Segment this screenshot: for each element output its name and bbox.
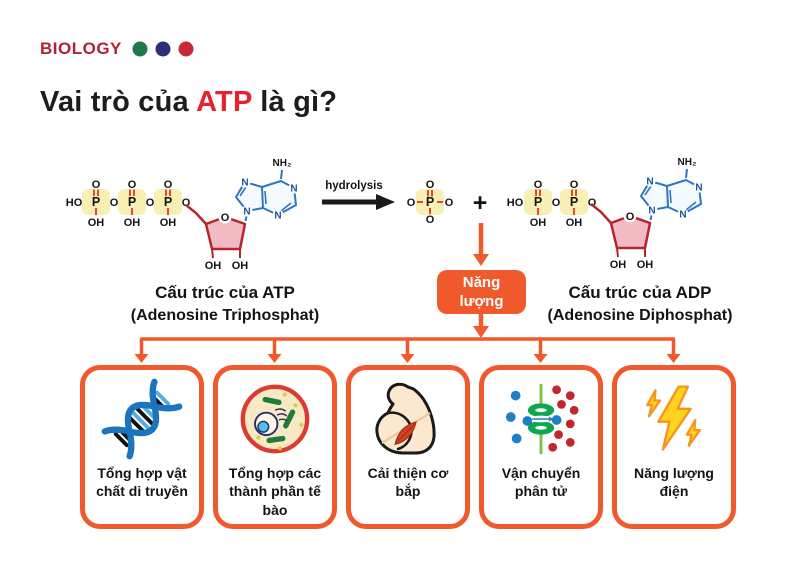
title-highlight: ATP xyxy=(196,86,252,118)
svg-text:O: O xyxy=(426,179,435,191)
role-label: Tổng hợp các thành phần tế bào xyxy=(228,465,322,518)
atp-caption: Cấu trúc của ATP (Adenosine Triphosphat) xyxy=(85,281,365,327)
title-pre: Vai trò của xyxy=(40,86,197,118)
free-phosphate-diagram: P O O O O + xyxy=(407,179,488,226)
role-label: Tổng hợp vật chất di truyền xyxy=(96,465,188,500)
brand-dots xyxy=(132,41,194,57)
svg-text:O: O xyxy=(182,197,191,209)
role-card-muscle: Cải thiện cơ bắp xyxy=(346,365,470,529)
svg-text:P: P xyxy=(426,195,434,209)
electric-energy-icon xyxy=(637,376,711,462)
svg-text:O: O xyxy=(588,197,597,209)
role-label: Vận chuyển phân tử xyxy=(501,465,581,500)
cell-icon xyxy=(236,376,314,462)
role-card-electric-energy: Năng lượng điện xyxy=(612,365,736,529)
svg-text:O: O xyxy=(146,197,155,209)
atp-structure-diagram: HO O O O xyxy=(66,156,301,274)
molecule-transport-icon xyxy=(502,376,580,462)
atp-caption-title: Cấu trúc của ATP xyxy=(155,283,295,302)
arrowhead-right xyxy=(376,194,395,210)
svg-text:O: O xyxy=(110,197,119,209)
role-label: Cải thiện cơ bắp xyxy=(367,465,449,500)
brand-dot-red xyxy=(178,41,194,57)
adp-caption-subtitle: (Adenosine Diphosphat) xyxy=(547,306,733,324)
hydrolysis-label: hydrolysis xyxy=(325,180,383,192)
page-title: Vai trò của ATP là gì? xyxy=(40,86,337,119)
adp-caption-title: Cấu trúc của ADP xyxy=(568,283,712,302)
brand-dot-green xyxy=(132,41,148,57)
role-label: Năng lượng điện xyxy=(634,465,714,500)
svg-text:O: O xyxy=(426,214,435,226)
svg-text:O: O xyxy=(445,197,454,209)
svg-text:O: O xyxy=(407,197,416,209)
adp-structure-diagram: HO O O xyxy=(507,155,706,273)
dna-icon xyxy=(101,376,183,462)
energy-label-line2: lượng xyxy=(459,293,504,310)
atp-caption-subtitle: (Adenosine Triphosphat) xyxy=(130,306,320,324)
muscle-icon xyxy=(368,376,448,462)
energy-label-line1: Năng xyxy=(462,273,501,291)
energy-label-box: Năng lượng xyxy=(437,270,526,314)
brand-badge: BIOLOGY xyxy=(40,39,194,59)
svg-text:HO: HO xyxy=(507,197,524,209)
adp-caption: Cấu trúc của ADP (Adenosine Diphosphat) xyxy=(500,281,780,327)
brand-dot-navy xyxy=(155,41,171,57)
role-card-genetic-synthesis: Tổng hợp vật chất di truyền xyxy=(80,365,204,529)
role-card-cell-components: Tổng hợp các thành phần tế bào xyxy=(213,365,337,529)
hydrolysis-arrow: hydrolysis xyxy=(322,180,395,210)
svg-text:HO: HO xyxy=(66,197,83,209)
title-post: là gì? xyxy=(252,86,338,118)
brand-label: BIOLOGY xyxy=(40,39,122,58)
role-card-transport: Vận chuyển phân tử xyxy=(479,365,603,529)
plus-sign: + xyxy=(473,189,488,217)
svg-text:O: O xyxy=(552,197,561,209)
